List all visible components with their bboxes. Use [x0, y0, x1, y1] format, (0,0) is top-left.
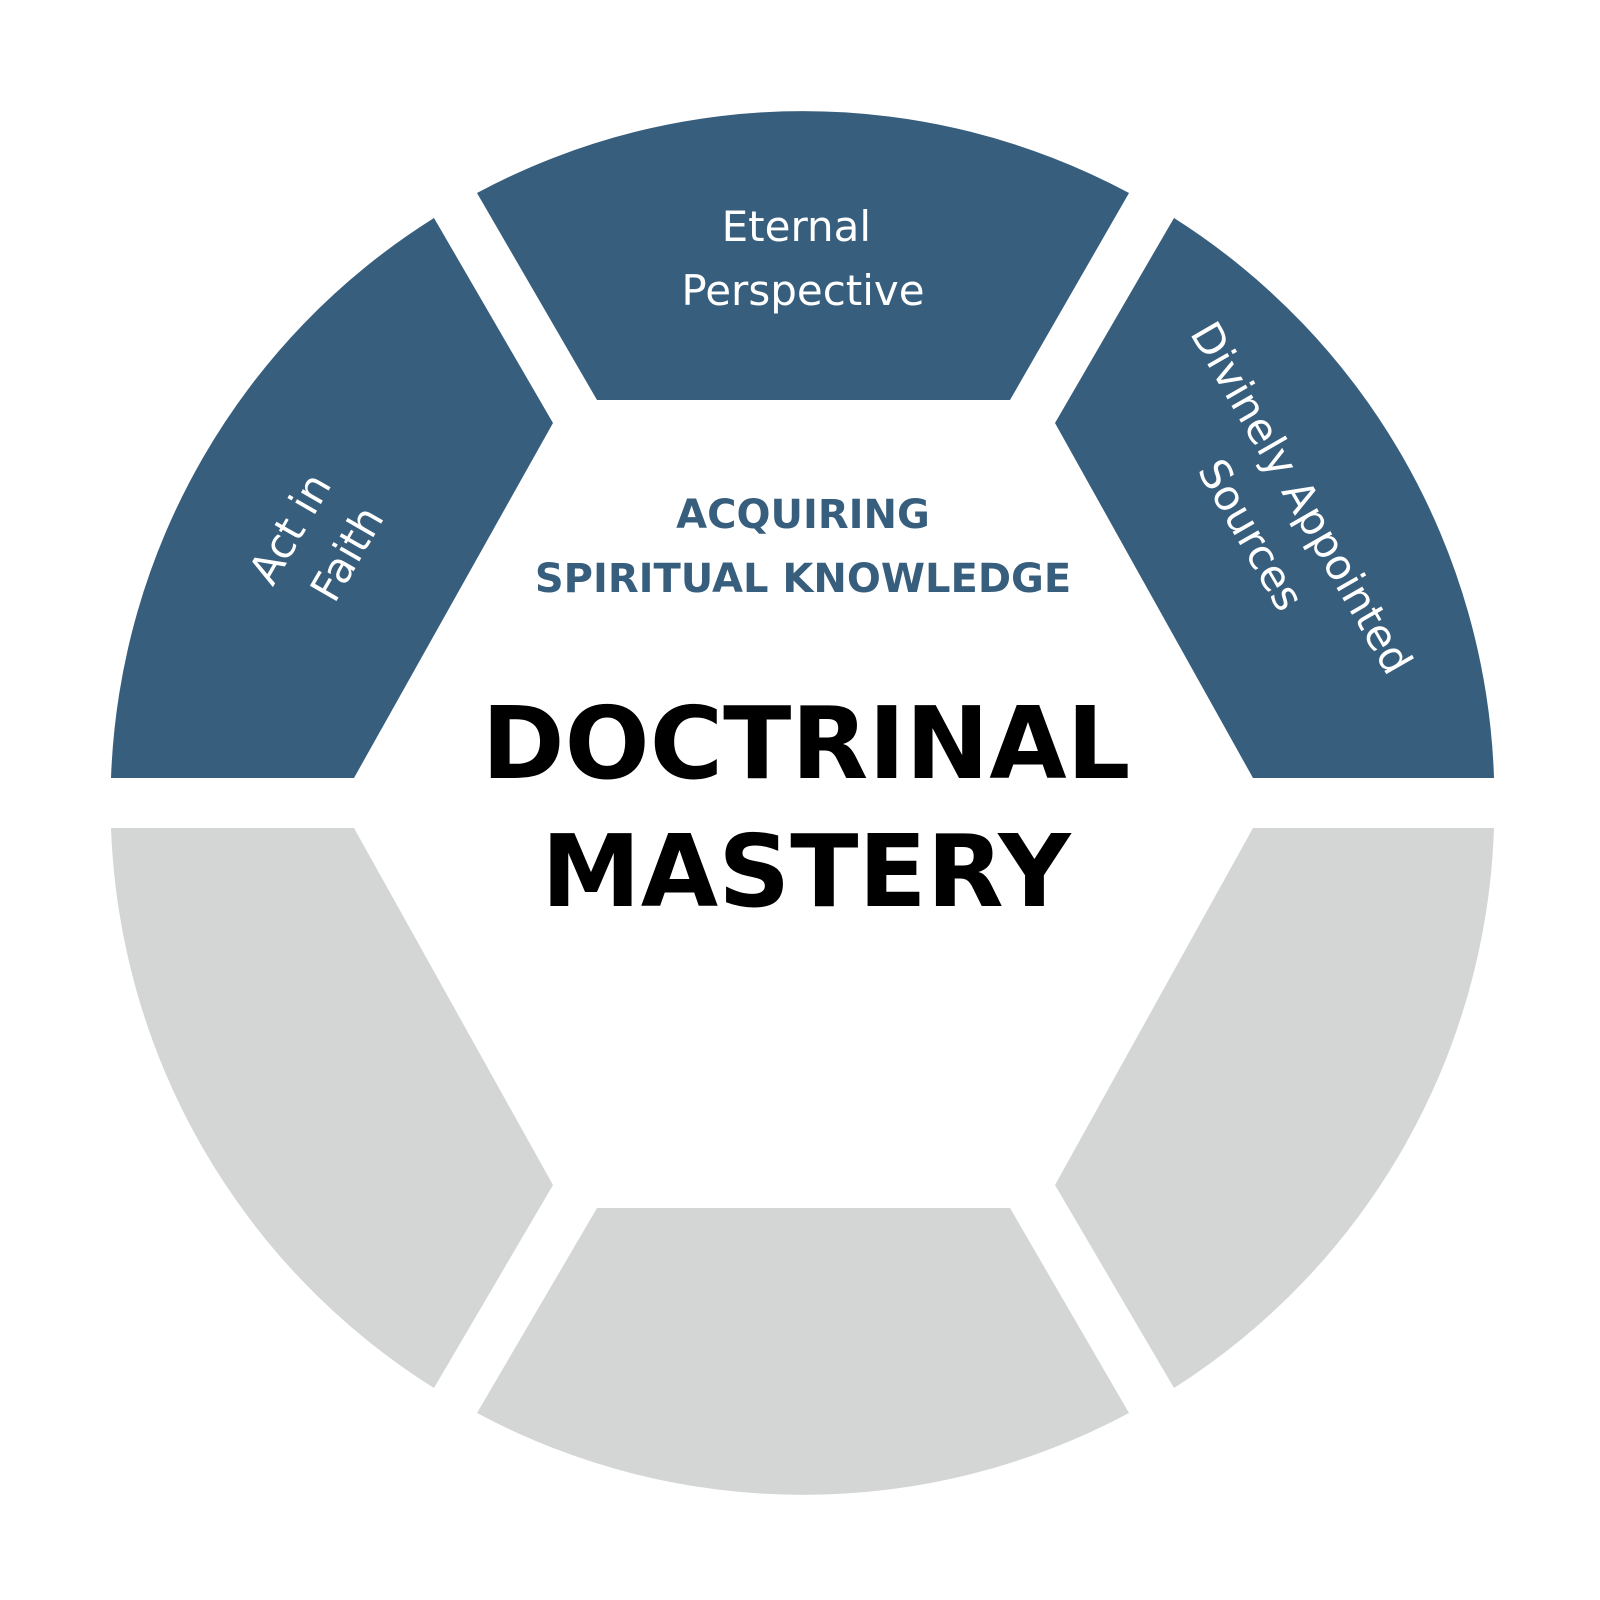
label-eternal-perspective: Eternal Perspective: [681, 202, 924, 315]
title-line1: DOCTRINAL: [482, 685, 1131, 802]
title-line2: MASTERY: [541, 813, 1072, 930]
label-eternal-perspective-line2: Perspective: [681, 266, 924, 315]
segment-lower-left: [111, 828, 553, 1388]
label-eternal-perspective-line1: Eternal: [722, 202, 871, 251]
segment-eternal-perspective: [477, 111, 1129, 400]
segment-bottom: [477, 1208, 1129, 1495]
segment-lower-right: [1055, 828, 1494, 1388]
subtitle-line2: SPIRITUAL KNOWLEDGE: [535, 556, 1071, 602]
segment-act-in-faith: [111, 218, 553, 778]
subtitle-line1: ACQUIRING: [676, 492, 930, 538]
segment-divinely-appointed-sources: [1055, 218, 1494, 778]
